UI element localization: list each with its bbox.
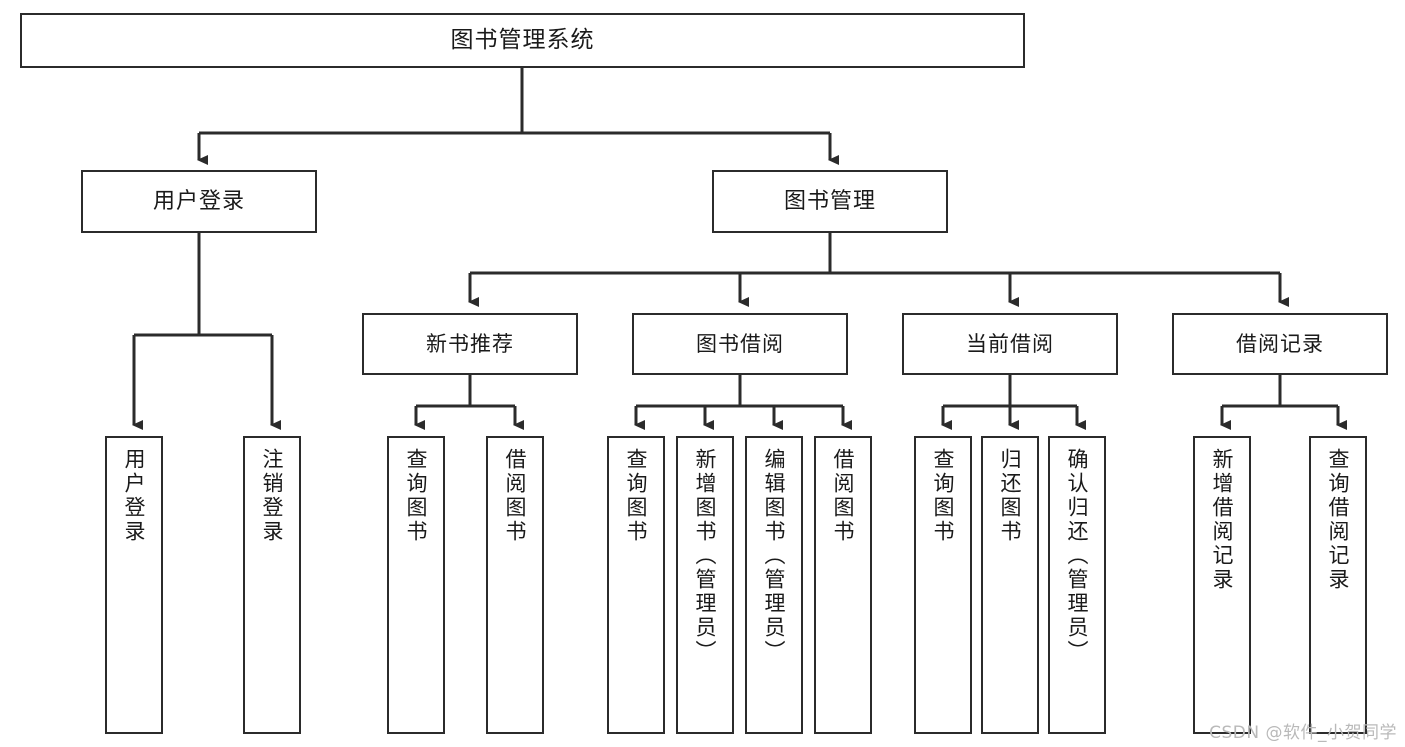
node-label: 借阅图书 [503, 448, 528, 544]
leaf-recommend-borrow-book[interactable]: 借阅图书 [486, 436, 544, 734]
node-label: 归还图书 [998, 448, 1023, 544]
node-label: 查询图书 [931, 448, 956, 544]
leaf-borrow-edit-book-admin[interactable]: 编辑图书（管理员） [745, 436, 803, 734]
node-label: 查询图书 [404, 448, 429, 544]
node-root-system[interactable]: 图书管理系统 [20, 13, 1025, 68]
node-label: 用户登录 [122, 448, 147, 544]
node-book-management[interactable]: 图书管理 [712, 170, 948, 233]
node-label: 新增借阅记录 [1210, 448, 1235, 592]
node-label: 注销登录 [260, 448, 285, 544]
node-new-book-recommend[interactable]: 新书推荐 [362, 313, 578, 375]
node-current-borrow[interactable]: 当前借阅 [902, 313, 1118, 375]
leaf-user-login-logout[interactable]: 注销登录 [243, 436, 301, 734]
leaf-current-return-book[interactable]: 归还图书 [981, 436, 1039, 734]
node-label: 查询图书 [624, 448, 649, 544]
node-user-login[interactable]: 用户登录 [81, 170, 317, 233]
node-label: 查询借阅记录 [1326, 448, 1351, 592]
leaf-current-confirm-return-admin[interactable]: 确认归还（管理员） [1048, 436, 1106, 734]
node-label: 新书推荐 [426, 331, 514, 356]
node-borrow-record[interactable]: 借阅记录 [1172, 313, 1388, 375]
node-label: 确认归还（管理员） [1065, 448, 1090, 664]
node-label: 借阅记录 [1236, 331, 1324, 356]
node-book-borrow[interactable]: 图书借阅 [632, 313, 848, 375]
node-label: 图书管理 [783, 188, 876, 214]
node-label: 图书借阅 [696, 331, 784, 356]
leaf-current-query-book[interactable]: 查询图书 [914, 436, 972, 734]
leaf-user-login-login[interactable]: 用户登录 [105, 436, 163, 734]
node-label: 用户登录 [152, 188, 245, 214]
leaf-record-add-record[interactable]: 新增借阅记录 [1193, 436, 1251, 734]
leaf-recommend-query-book[interactable]: 查询图书 [387, 436, 445, 734]
leaf-record-query-record[interactable]: 查询借阅记录 [1309, 436, 1367, 734]
node-label: 新增图书（管理员） [693, 448, 718, 664]
leaf-borrow-query-book[interactable]: 查询图书 [607, 436, 665, 734]
leaf-borrow-add-book-admin[interactable]: 新增图书（管理员） [676, 436, 734, 734]
node-label: 当前借阅 [966, 331, 1054, 356]
leaf-borrow-borrow-book[interactable]: 借阅图书 [814, 436, 872, 734]
node-label: 图书管理系统 [450, 27, 595, 54]
node-label: 借阅图书 [831, 448, 856, 544]
node-label: 编辑图书（管理员） [762, 448, 787, 664]
